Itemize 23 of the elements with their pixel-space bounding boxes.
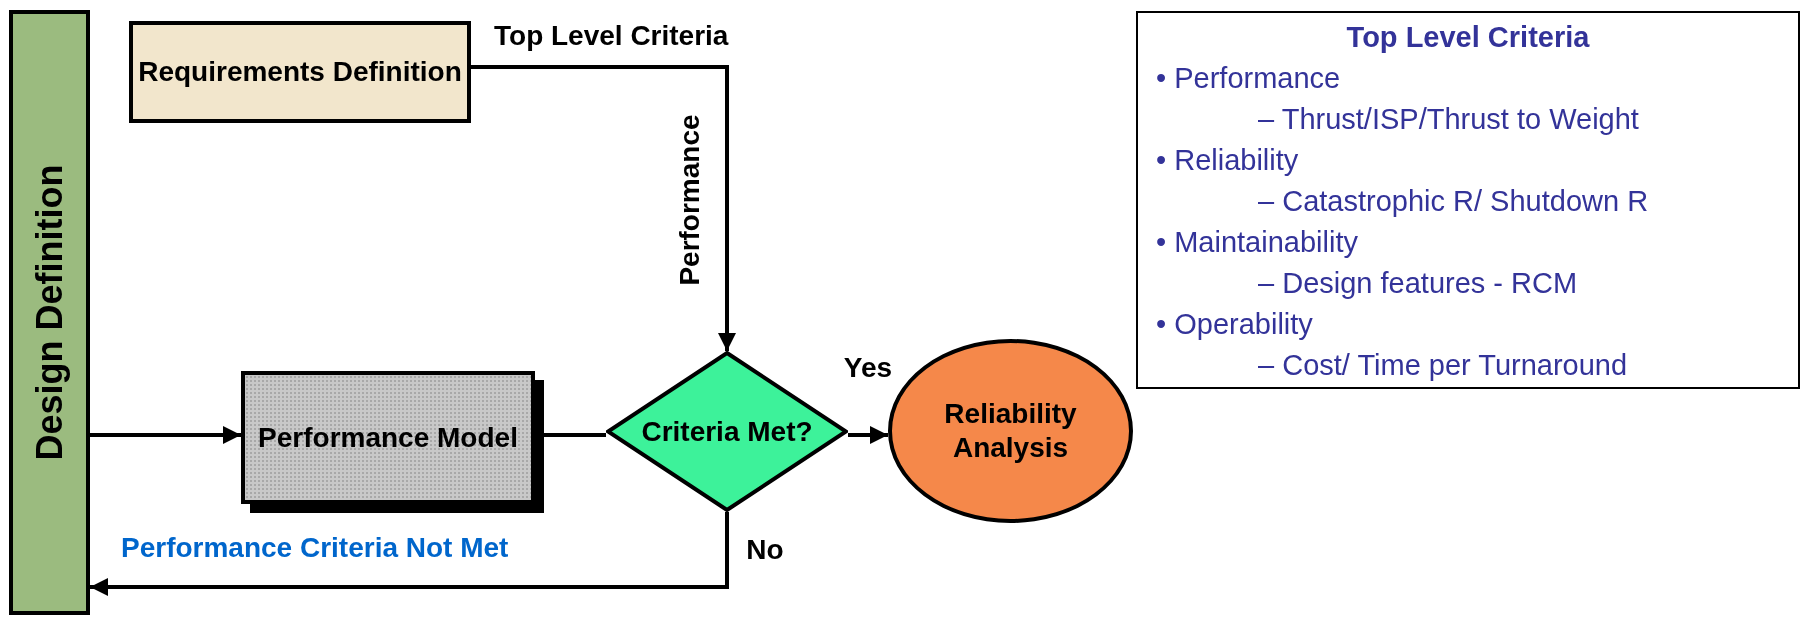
annotation-text: Performance Criteria Not Met [121, 532, 509, 564]
node-label: Requirements Definition [138, 55, 462, 89]
arrow [471, 65, 736, 351]
node-label: Criteria Met? [641, 414, 813, 449]
sub-item: – Thrust/ISP/Thrust to Weight [1257, 102, 1640, 137]
bullet-item: • Operability [1155, 307, 1314, 342]
arrow [90, 426, 241, 444]
process-bar [9, 10, 90, 615]
node-label: Reliability Analysis [943, 397, 1078, 465]
sub-item: – Cost/ Time per Turnaround [1257, 348, 1629, 383]
bullet-item: • Maintainability [1155, 225, 1359, 260]
criteria-box [1136, 11, 1800, 389]
process-box [129, 21, 471, 123]
arrow [848, 426, 888, 444]
sub-item: – Catastrophic R/ Shutdown R [1257, 184, 1650, 219]
box-heading: Top Level Criteria [1345, 20, 1591, 55]
sub-item: – Design features - RCM [1257, 266, 1579, 301]
arrow [90, 512, 729, 596]
annotation-text: Top Level Criteria [494, 20, 729, 52]
bullet-item: • Reliability [1155, 143, 1300, 178]
bullet-item: • Performance [1155, 61, 1342, 96]
node-label: Performance Model [258, 420, 518, 455]
node-label: Design Definition [27, 164, 71, 461]
